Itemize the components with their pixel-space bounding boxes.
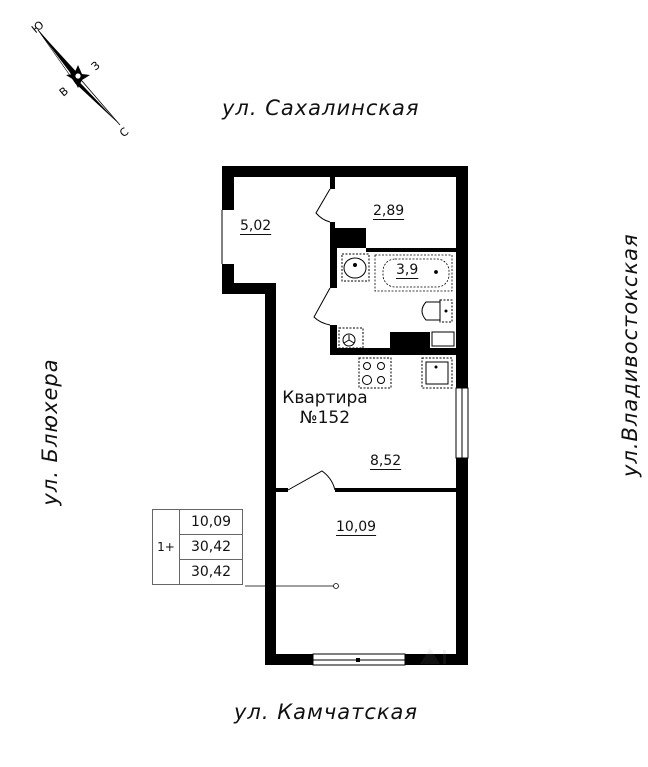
room-area-storage: 2,89 <box>373 203 405 219</box>
water-heater-icon <box>431 331 455 347</box>
apartment-label: Квартира №152 <box>280 388 370 428</box>
svg-text:З: З <box>89 59 103 73</box>
door-living-room <box>287 470 336 491</box>
street-label-left: ул. Блюхера <box>38 358 62 506</box>
svg-text:Ю: Ю <box>29 18 47 36</box>
compass-icon: Ю З В С <box>29 18 131 140</box>
apartment-number: №152 <box>299 408 351 428</box>
washing-machine-icon <box>338 327 364 349</box>
street-label-top: ул. Сахалинская <box>222 96 420 120</box>
street-label-bottom: ул. Камчатская <box>234 700 419 724</box>
apartment-label-title: Квартира <box>282 388 368 408</box>
legend-room-count: 1+ <box>152 509 180 585</box>
legend-total-area: 30,42 <box>179 534 243 560</box>
street-label-right: ул.Владивостокская <box>618 233 642 477</box>
kitchen-sink-icon <box>421 357 453 389</box>
room-area-balcony: 5,02 <box>240 218 272 234</box>
room-area-bathroom: 3,9 <box>396 262 419 278</box>
walls <box>222 166 468 665</box>
toilet-icon <box>421 299 453 323</box>
window-right <box>455 387 469 459</box>
door-bathroom <box>313 287 331 326</box>
watermark <box>420 648 446 664</box>
door-storage <box>315 188 331 223</box>
svg-text:С: С <box>117 125 131 140</box>
svg-text:В: В <box>57 84 71 99</box>
area-legend-table: 1+ 10,09 30,42 30,42 <box>152 509 243 585</box>
bathtub-icon <box>374 254 453 292</box>
room-area-living-room: 10,09 <box>336 519 377 535</box>
window-bottom <box>312 653 406 666</box>
sink-icon <box>341 253 370 282</box>
legend-total-area-with-balcony: 30,42 <box>179 559 243 585</box>
room-area-kitchen: 8,52 <box>370 453 402 469</box>
legend-living-area: 10,09 <box>179 509 243 535</box>
stove-icon <box>358 357 392 389</box>
